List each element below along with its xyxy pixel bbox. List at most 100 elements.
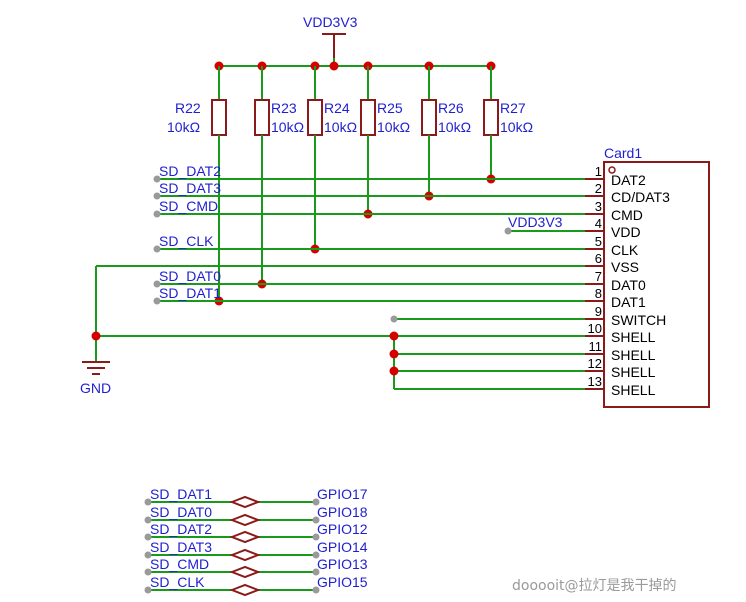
pin-name: SHELL (611, 329, 656, 345)
net-label: SD_DAT3 (159, 180, 221, 196)
resistor-value: 10kΩ (167, 119, 200, 135)
resistor-r22: R22 10kΩ (167, 61, 227, 306)
map-pin-end (312, 586, 320, 594)
resistor-body (211, 99, 227, 136)
card-body (603, 161, 710, 408)
pin-number: 2 (595, 181, 602, 196)
pin-name: CMD (611, 207, 643, 223)
net-map-row: SD_DAT3 GPIO14 (144, 539, 368, 562)
net-tie-symbol (229, 530, 261, 544)
sd-card-connector: Card1 1DAT22CD/DAT33CMD4VDD5CLK6VSS7DAT0… (585, 145, 710, 408)
pin-name: VDD (611, 224, 641, 240)
map-pin-end (144, 533, 152, 541)
pin-name: DAT0 (611, 277, 646, 293)
net-sd-cmd: SD_CMD (153, 198, 596, 218)
resistor-ref: R25 (377, 100, 403, 116)
map-net-label: SD_DAT1 (150, 486, 212, 502)
map-pin-end (312, 568, 320, 576)
pin1-marker (608, 166, 616, 174)
pin-name: SWITCH (611, 312, 666, 328)
net-label: SD_DAT0 (159, 268, 221, 284)
net-label: SD_CLK (159, 233, 214, 249)
pin-number: 10 (588, 321, 602, 336)
junction-dot (91, 331, 101, 341)
map-pin-end (144, 551, 152, 559)
power-symbol-vdd3v3: VDD3V3 (303, 14, 358, 66)
net-pin-end (153, 192, 161, 200)
resistor-ref: R23 (271, 100, 297, 116)
resistor-ref: R22 (175, 100, 201, 116)
pin-number: 9 (595, 304, 602, 319)
pin-number: 13 (588, 374, 602, 389)
net-sd-dat2: SD_DAT2 (153, 163, 596, 183)
net-label: SD_CMD (159, 198, 218, 214)
resistor-body (483, 99, 499, 136)
map-pin-end (144, 568, 152, 576)
map-net-label: SD_DAT3 (150, 539, 212, 555)
junction-dot (329, 61, 339, 71)
power-label: VDD3V3 (303, 14, 358, 30)
map-gpio-label: GPIO14 (317, 539, 368, 555)
pin-number: 1 (595, 164, 602, 179)
resistor-body (254, 99, 270, 136)
pin-number: 7 (595, 269, 602, 284)
resistor-value: 10kΩ (377, 119, 410, 135)
map-pin-end (312, 498, 320, 506)
resistor-ref: R26 (438, 100, 464, 116)
resistor-body (307, 99, 323, 136)
net-tie-symbol (229, 565, 261, 579)
resistor-r23: R23 10kΩ (254, 61, 304, 289)
net-tie-symbol (229, 583, 261, 597)
pin-number: 12 (588, 356, 602, 371)
net-pin-end (153, 280, 161, 288)
map-pin-end (144, 516, 152, 524)
junction-dot (389, 366, 399, 376)
resistor-r25: R25 10kΩ (360, 61, 410, 219)
map-pin-end (144, 498, 152, 506)
card-pin-2: 2CD/DAT3 (585, 181, 670, 205)
net-sd-clk: SD_CLK (153, 233, 596, 253)
pin-name: DAT2 (611, 172, 646, 188)
map-gpio-label: GPIO15 (317, 574, 368, 590)
junction-dot (389, 349, 399, 359)
resistor-ref: R27 (500, 100, 526, 116)
pin-number: 4 (595, 216, 602, 231)
pin-number: 5 (595, 234, 602, 249)
resistor-group: R2210kΩR2310kΩR2410kΩR2510kΩR2610kΩR2710… (167, 61, 533, 306)
resistor-value: 10kΩ (324, 119, 357, 135)
pin-name: CD/DAT3 (611, 189, 670, 205)
map-gpio-label: GPIO18 (317, 504, 368, 520)
gnd-label: GND (80, 380, 111, 396)
net-tie-symbol (229, 548, 261, 562)
map-gpio-label: GPIO13 (317, 556, 368, 572)
map-pin-end (144, 586, 152, 594)
vdd-pin-end (504, 227, 512, 235)
resistor-value: 10kΩ (271, 119, 304, 135)
net-sd-dat0: SD_DAT0 (153, 268, 596, 288)
net-pin-end (153, 175, 161, 183)
net-tie-symbol (229, 513, 261, 527)
resistor-r26: R26 10kΩ (421, 61, 471, 201)
resistor-value: 10kΩ (438, 119, 471, 135)
net-pin-end (153, 297, 161, 305)
resistor-body (360, 99, 376, 136)
